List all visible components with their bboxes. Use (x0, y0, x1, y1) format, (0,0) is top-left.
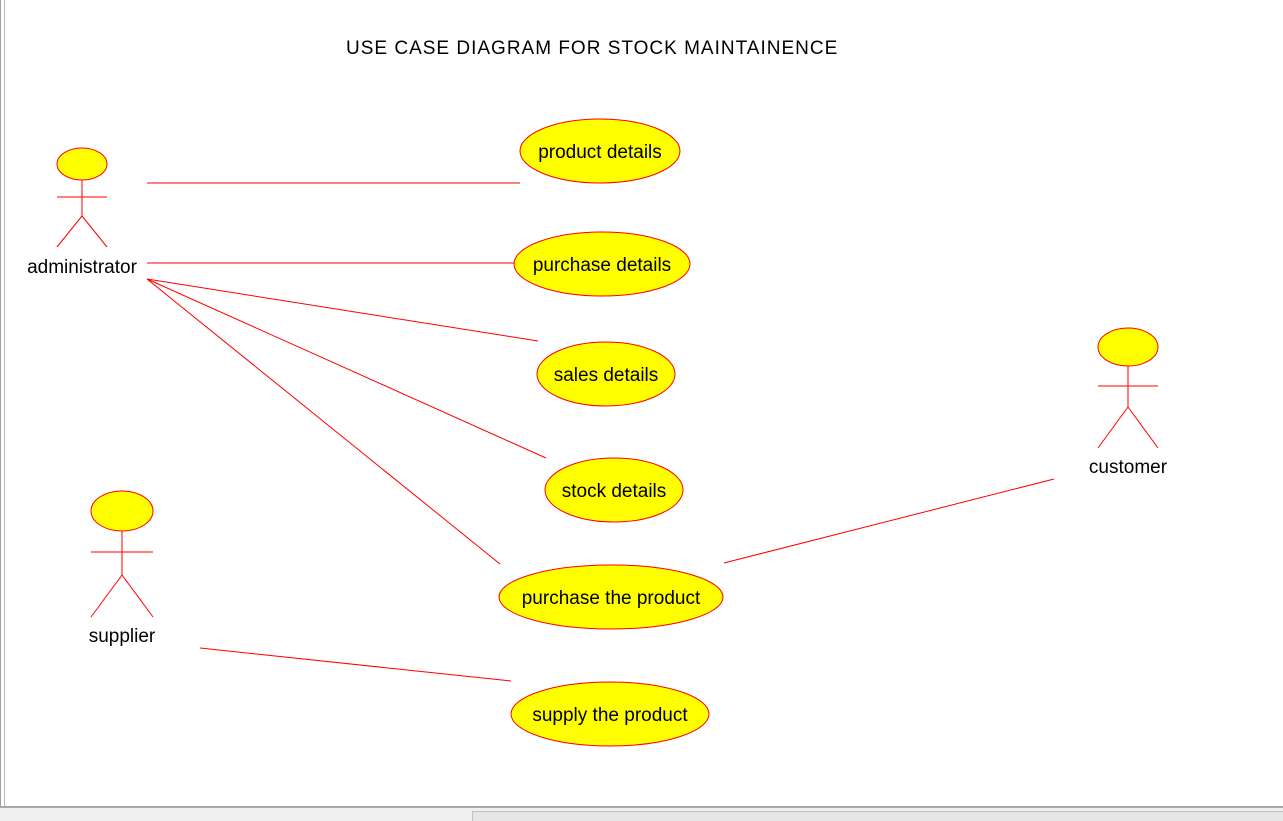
assoc-administrator-stock-details (146, 278, 547, 459)
actor-right-leg (81, 215, 108, 248)
use-case-product-details[interactable]: product details (519, 118, 681, 184)
horizontal-scrollbar[interactable] (472, 811, 1283, 821)
associations (146, 182, 1055, 682)
canvas-left-border (4, 0, 5, 806)
actor-label-customer: customer (1089, 457, 1168, 478)
use-case-label: supply the product (532, 705, 688, 726)
actor-label-administrator: administrator (27, 257, 137, 278)
use-case-stock-details[interactable]: stock details (544, 457, 684, 523)
assoc-administrator-purchase-the-product (146, 278, 501, 565)
use-case-ellipse (544, 457, 684, 523)
actor-left-leg (1097, 406, 1129, 449)
use-case-label: purchase details (533, 255, 671, 276)
use-case-label: product details (538, 142, 662, 163)
use-case-ellipse (519, 118, 681, 184)
actor-administrator[interactable]: administrator (27, 147, 138, 278)
assoc-customer-purchase-the-product (723, 478, 1055, 564)
use-case-label: purchase the product (522, 588, 701, 609)
use-case-ellipse (536, 341, 676, 407)
use-case-ellipse (498, 564, 724, 630)
use-case-label: stock details (562, 481, 667, 502)
assoc-supplier-supply-the-product (199, 647, 512, 682)
actor-supplier[interactable]: supplier (89, 490, 156, 647)
actor-head (90, 490, 154, 532)
actor-head (56, 147, 108, 181)
actor-right-leg (1127, 406, 1159, 449)
use-case-ellipse (510, 681, 710, 747)
use-case-purchase-details[interactable]: purchase details (513, 231, 691, 297)
use-case-purchase-the-product[interactable]: purchase the product (498, 564, 724, 630)
actor-right-leg (121, 574, 154, 618)
actor-customer[interactable]: customer (1089, 327, 1168, 478)
use-case-supply-the-product[interactable]: supply the product (510, 681, 710, 747)
use-case-label: sales details (554, 365, 659, 386)
assoc-administrator-sales-details (146, 278, 539, 342)
actor-head (1097, 327, 1159, 367)
actor-left-leg (90, 574, 123, 618)
use-case-sales-details[interactable]: sales details (536, 341, 676, 407)
use-case-ellipse (513, 231, 691, 297)
actor-label-supplier: supplier (89, 626, 156, 647)
diagram-title: USE CASE DIAGRAM FOR STOCK MAINTAINENCE (346, 38, 838, 59)
actor-left-leg (56, 215, 83, 248)
